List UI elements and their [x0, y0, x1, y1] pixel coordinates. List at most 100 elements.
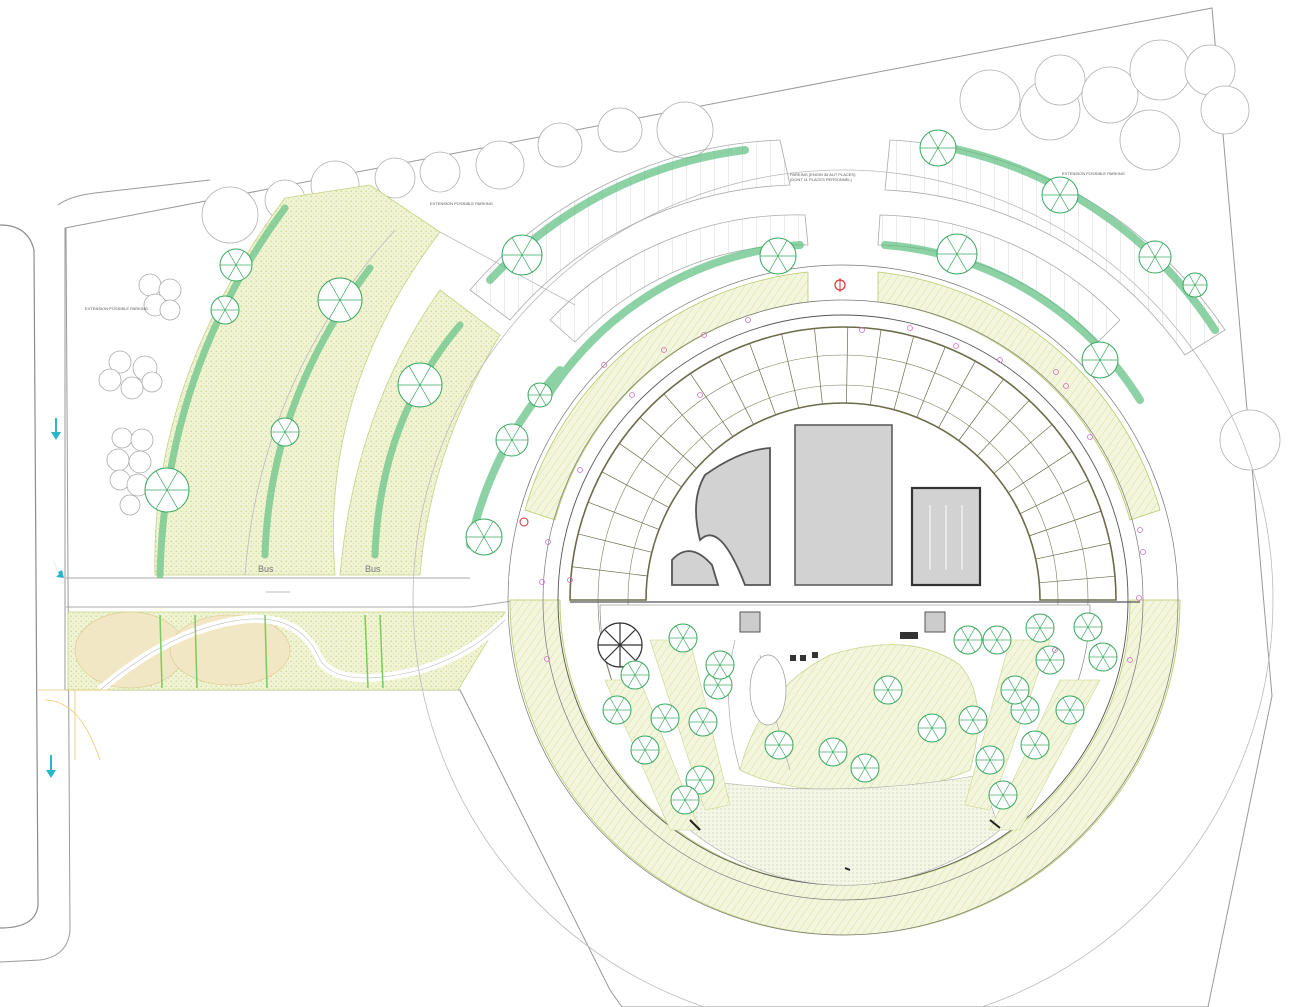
courtyard-tree-icon	[1025, 613, 1055, 643]
bus-label-left: Bus	[258, 564, 274, 574]
survey-marker	[953, 343, 959, 349]
survey-marker	[701, 332, 707, 338]
survey-marker	[859, 327, 865, 333]
parking-arc-north	[469, 139, 791, 321]
survey-marker	[997, 357, 1003, 363]
extension-label-northwest: EXTENSION POSSIBLE PARKING	[430, 201, 493, 206]
survey-marker	[661, 347, 667, 353]
courtyard-tree-icon	[988, 780, 1018, 810]
room-wall	[781, 333, 800, 409]
courtyard-tree-icon	[873, 675, 903, 705]
room-wall	[993, 424, 1053, 474]
lawn-ring-outer	[509, 599, 1181, 936]
green-tree-icon	[527, 382, 553, 408]
courtyard-tree-icon	[668, 623, 698, 653]
green-tree-icon	[219, 248, 253, 282]
parking-north-sublabel: (DONT 11 PLACES PERSONNEL)	[790, 177, 853, 182]
courtyard-tree-icon	[630, 735, 660, 765]
green-tree-icon	[919, 129, 957, 167]
courtyard-tree-icon	[705, 650, 735, 680]
garden-pond	[749, 654, 787, 726]
green-tree-icon	[397, 362, 443, 408]
courtyard-tree-icon	[982, 625, 1012, 655]
green-tree-icon	[1138, 240, 1172, 274]
building-ring	[569, 326, 1117, 601]
green-tree-icon	[1182, 272, 1208, 298]
lawn-wedge-west	[154, 184, 441, 576]
survey-marker	[629, 392, 635, 398]
traffic-arrow-icon	[46, 418, 64, 778]
survey-marker	[1053, 369, 1059, 375]
room-wall	[1035, 542, 1111, 560]
green-tree-icon	[144, 467, 190, 513]
courtyard-tree-icon	[1020, 730, 1050, 760]
bench-icon	[790, 632, 918, 661]
parking-north-label: PARKING (ENGIN 36 AUT PLACES)	[790, 172, 856, 177]
courtyard-tree-icon	[1055, 695, 1085, 725]
room-wall	[619, 443, 682, 488]
survey-marker	[1063, 383, 1069, 389]
room-wall	[814, 328, 823, 405]
courtyard-tree-icon	[1035, 645, 1065, 675]
green-tree-icon	[317, 277, 363, 323]
survey-marker	[539, 579, 545, 585]
courtyard-tree-icon	[602, 695, 632, 725]
courtyard-block-central	[794, 424, 893, 586]
bus-label-right: Bus	[365, 564, 381, 574]
outer-ring-road	[412, 169, 1274, 1007]
tree-group-north	[201, 39, 1281, 471]
courtyard-tree-icon	[670, 785, 700, 815]
survey-marker	[567, 577, 573, 583]
courtyard-tree-group	[602, 612, 1118, 815]
courtyard-tree-icon	[917, 713, 947, 743]
survey-marker	[1136, 595, 1142, 601]
green-tree-icon	[501, 234, 543, 276]
courtyard-tree-icon	[958, 705, 988, 735]
room-wall	[1039, 575, 1115, 584]
green-tree-group	[144, 129, 1208, 556]
green-tree-icon	[1081, 341, 1119, 379]
room-wall	[578, 533, 652, 553]
room-wall	[663, 393, 715, 452]
room-wall	[588, 501, 660, 530]
green-tree-icon	[465, 518, 503, 556]
courtyard-meadow	[689, 774, 1001, 886]
courtyard-tree-icon	[1088, 642, 1118, 672]
room-wall	[870, 329, 882, 405]
survey-marker	[601, 362, 607, 368]
courtyard-tree-icon	[650, 703, 680, 733]
tree-group-west	[98, 273, 182, 516]
survey-marker	[577, 467, 583, 473]
room-wall	[1019, 480, 1089, 514]
parking-arc-inner-west	[549, 214, 809, 343]
survey-marker	[1137, 527, 1143, 533]
green-tree-icon	[210, 295, 240, 325]
survey-marker	[1127, 657, 1133, 663]
room-wall	[1008, 451, 1073, 493]
courtyard-tree-icon	[1000, 675, 1030, 705]
building-rooms	[570, 327, 1115, 601]
room-wall	[601, 471, 670, 508]
road-west	[0, 224, 39, 929]
courtyard-tree-icon	[764, 730, 794, 760]
survey-marker-group	[539, 317, 1146, 663]
room-wall	[958, 378, 1004, 441]
access-road	[66, 577, 521, 608]
survey-marker	[745, 317, 751, 323]
room-wall	[1029, 510, 1102, 537]
lawn-ring-north	[524, 271, 1161, 521]
room-wall	[938, 361, 976, 428]
room-wall	[916, 346, 946, 418]
green-tree-icon	[936, 233, 978, 275]
courtyard-tree-icon	[620, 660, 650, 690]
playground-icon	[597, 622, 643, 668]
courtyard-tree-icon	[818, 737, 848, 767]
courtyard-tree-icon	[953, 625, 983, 655]
room-wall	[571, 566, 648, 577]
extension-label-west: EXTENSION POSSIBLE PARKING	[85, 306, 148, 311]
stair-core-west	[739, 611, 761, 633]
courtyard-tree-icon	[975, 745, 1005, 775]
survey-marker	[697, 392, 703, 398]
room-wall	[690, 373, 734, 437]
